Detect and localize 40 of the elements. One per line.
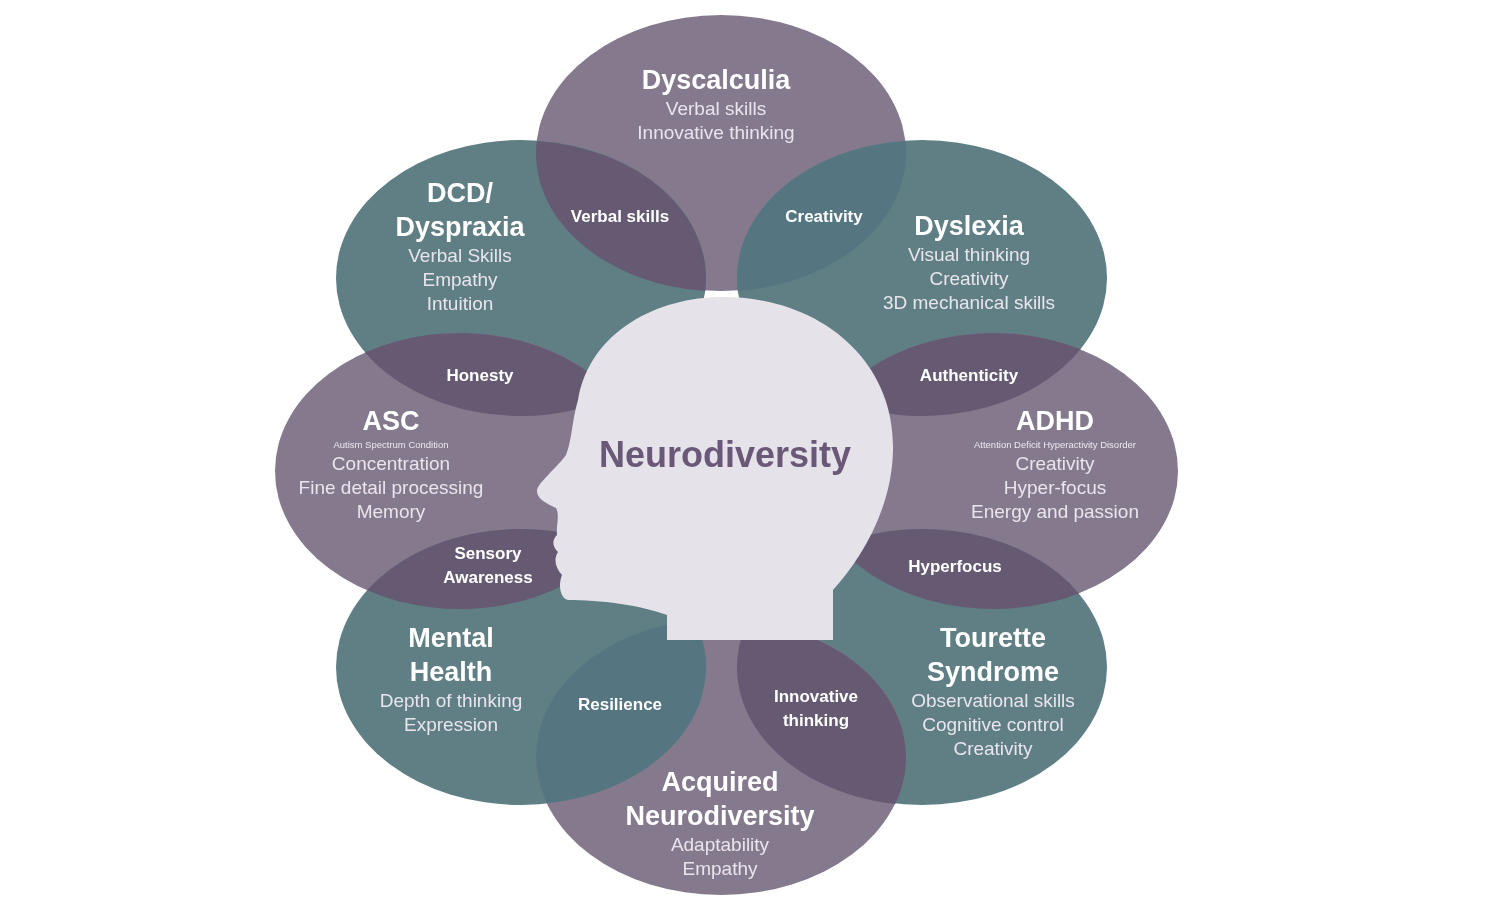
strength-item: Innovative thinking: [637, 121, 795, 145]
strength-item: Energy and passion: [971, 500, 1139, 524]
category-title: DCD/ Dyspraxia: [394, 177, 526, 244]
shared-strength-label: Verbal skills: [570, 206, 670, 228]
strength-item: Verbal Skills: [408, 244, 512, 268]
shared-strength-label: Hyperfocus: [908, 556, 1002, 578]
strength-item: Verbal skills: [665, 97, 767, 121]
shared-strength-label: Innovative thinking: [772, 686, 860, 732]
strength-item: Concentration: [331, 452, 451, 476]
center-title: Neurodiversity: [598, 434, 852, 476]
strength-item: Creativity: [1015, 452, 1095, 476]
strength-item: Depth of thinking: [379, 689, 523, 713]
shared-strength-label: Authenticity: [919, 365, 1019, 387]
strength-item: Adaptability: [670, 833, 770, 857]
shared-strength-label: Sensory Awareness: [442, 543, 534, 589]
category-title: Dyscalculia: [641, 64, 791, 97]
strength-item: Visual thinking: [907, 243, 1031, 267]
shared-strength-label: Creativity: [785, 206, 863, 228]
category-title: ADHD: [1016, 405, 1094, 438]
category-title: Tourette Syndrome: [925, 622, 1060, 689]
category-title: Dyslexia: [914, 210, 1024, 243]
strength-item: 3D mechanical skills: [882, 291, 1056, 315]
strength-item: Observational skills: [911, 689, 1075, 713]
strength-item: Hyper-focus: [1003, 476, 1107, 500]
strength-item: Empathy: [682, 857, 758, 881]
strength-item: Memory: [356, 500, 426, 524]
strength-item: Creativity: [953, 737, 1033, 761]
shared-strength-label: Resilience: [577, 694, 663, 716]
category-subtitle: Autism Spectrum Condition: [333, 438, 449, 452]
shared-strength-label: Honesty: [446, 365, 514, 387]
category-title: Mental Health: [407, 622, 495, 689]
category-title: ASC: [362, 405, 420, 438]
category-title: Acquired Neurodiversity: [624, 766, 816, 833]
strength-item: Intuition: [426, 292, 494, 316]
strength-item: Cognitive control: [922, 713, 1064, 737]
strength-item: Expression: [404, 713, 498, 737]
category-subtitle: Attention Deficit Hyperactivity Disorder: [973, 438, 1137, 452]
strength-item: Fine detail processing: [298, 476, 484, 500]
strength-item: Creativity: [929, 267, 1009, 291]
strength-item: Empathy: [422, 268, 498, 292]
